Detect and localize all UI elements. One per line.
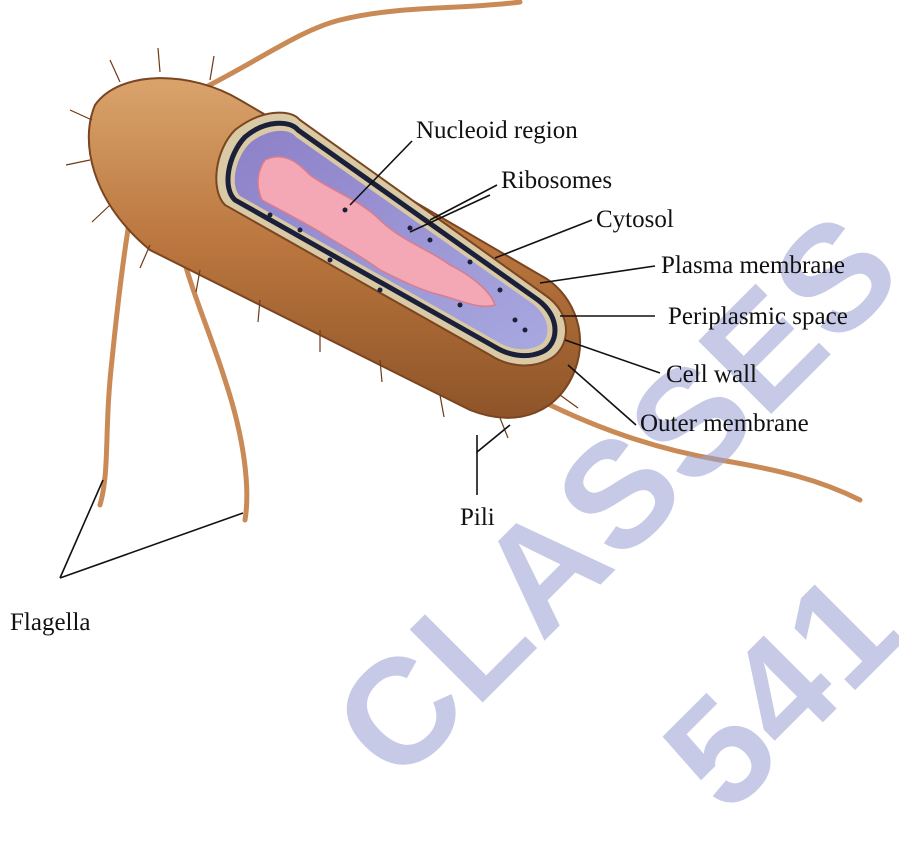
label-cell-wall: Cell wall — [666, 362, 757, 387]
label-periplasmic-space: Periplasmic space — [668, 304, 848, 329]
cell-body — [66, 48, 580, 438]
label-plasma-membrane: Plasma membrane — [661, 253, 845, 278]
label-cytosol: Cytosol — [596, 207, 674, 232]
label-pili: Pili — [460, 505, 495, 530]
leader-pili — [477, 425, 510, 452]
leader-ribosomes-a — [430, 185, 497, 220]
label-ribosomes: Ribosomes — [501, 168, 612, 193]
leader-flagella-a — [60, 480, 103, 578]
flagellum-3 — [200, 2, 520, 90]
label-flagella: Flagella — [10, 610, 91, 635]
diagram-canvas: CLASSES 541 Nucleoid region Ribosomes Cy… — [0, 0, 899, 643]
leader-plasma-membrane — [540, 266, 655, 283]
leader-cytosol — [495, 220, 592, 258]
label-nucleoid-region: Nucleoid region — [416, 118, 578, 143]
label-outer-membrane: Outer membrane — [640, 411, 809, 436]
leader-flagella-b — [60, 513, 243, 578]
